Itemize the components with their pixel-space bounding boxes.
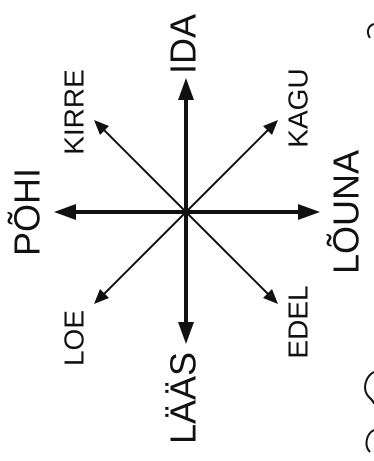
- label-east: IDA: [163, 14, 204, 74]
- arrowhead-north: [54, 204, 76, 220]
- arrowhead-south: [298, 204, 320, 220]
- edge-curve-top: [368, 24, 374, 38]
- edge-curve-bottom-1: [365, 372, 374, 404]
- label-northwest: LOE: [58, 310, 89, 366]
- label-west: LÄÄS: [163, 352, 204, 444]
- label-southeast: KAGU: [282, 68, 313, 147]
- label-north: PÕHI: [7, 168, 48, 256]
- edge-curve-bottom-2: [367, 430, 374, 452]
- compass-arrows: [54, 78, 320, 344]
- arrow-northwest: [98, 212, 186, 300]
- arrow-southwest: [186, 212, 274, 300]
- arrow-southeast: [186, 124, 274, 212]
- arrowhead-west: [178, 322, 194, 344]
- arrow-northeast: [98, 124, 186, 212]
- label-southwest: EDEL: [282, 285, 313, 358]
- arrowhead-east: [178, 78, 194, 100]
- label-northeast: KIRRE: [58, 69, 89, 155]
- label-south: LÕUNA: [326, 150, 367, 274]
